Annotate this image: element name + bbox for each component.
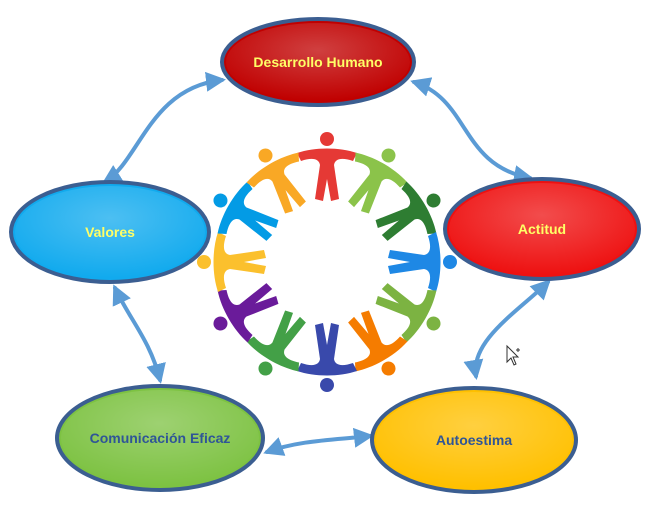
arrow-comunicacion-autoestima [263,427,374,456]
person-figure-icon [213,181,279,241]
person-figure-icon [246,310,306,376]
node-label-desarrollo-humano: Desarrollo Humano [253,54,382,70]
arrow-valores-comunicacion [112,284,166,384]
mouse-pointer-icon [506,344,520,366]
people-circle-icon [197,132,457,392]
person-figure-icon [213,283,279,343]
node-actitud: Actitud [443,177,641,281]
person-figure-icon [246,148,306,214]
person-figure-icon [348,310,408,376]
node-label-valores: Valores [85,224,135,240]
person-figure-icon [375,283,441,343]
person-figure-icon [197,232,266,292]
arrow-desarrollo-actitud [410,77,534,185]
person-figure-icon [388,232,457,292]
node-comunicacion-eficaz: Comunicación Eficaz [55,384,265,492]
node-desarrollo-humano: Desarrollo Humano [220,17,416,107]
person-figure-icon [297,323,357,392]
arrow-desarrollo-valores [101,71,226,185]
node-autoestima: Autoestima [370,386,578,494]
person-figure-icon [375,181,441,241]
node-valores: Valores [9,180,211,284]
person-figure-icon [348,148,408,214]
node-label-comunicacion-eficaz: Comunicación Eficaz [90,430,231,446]
node-label-autoestima: Autoestima [436,432,512,448]
connector-arrows [101,71,551,456]
person-figure-icon [297,132,357,201]
arrow-actitud-autoestima [463,279,551,380]
node-label-actitud: Actitud [518,221,566,237]
